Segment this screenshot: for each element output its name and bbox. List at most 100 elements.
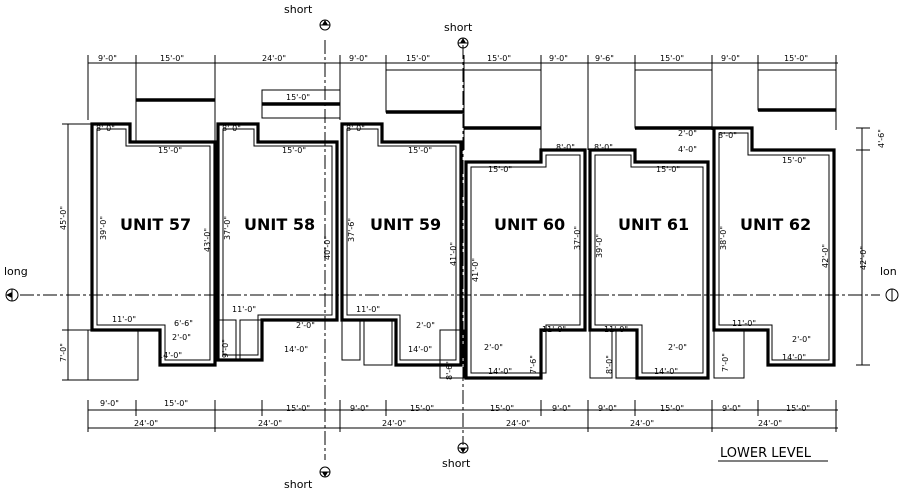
u59-b3: 14'-0" [408, 345, 432, 354]
u57-b1: 11'-0" [112, 315, 136, 324]
bottom-dim-7: 9'-0" [552, 404, 571, 413]
u61-top-d: 4'-0" [678, 145, 697, 154]
u62-right: 42'-0" [821, 244, 830, 268]
bottom-dim-11: 15'-0" [786, 404, 810, 413]
u59-b1: 11'-0" [356, 305, 380, 314]
right-top-dim: 4'-6" [877, 129, 886, 148]
u61-top-c: 2'-0" [678, 129, 697, 138]
u57-b3: 14'-0" [158, 351, 182, 360]
unit-57-label: UNIT 57 [120, 215, 191, 234]
top-garage-boxes: 15'-0" [135, 69, 837, 143]
side-dimensions: 45'-0" 7'-0" 42'-0" 4'-6" [59, 123, 886, 381]
top-dim-11: 15'-0" [784, 54, 808, 63]
bottom-dimension-string-lower: 24'-0" 24'-0" 24'-0" 24'-0" 24'-0" 24'-0… [88, 419, 838, 429]
unit-60-label: UNIT 60 [494, 215, 565, 234]
u60-b1: 11'-0" [542, 325, 566, 334]
bottom-dim-1: 9'-0" [100, 399, 119, 408]
u61-depth: 39'-0" [595, 234, 604, 258]
u58-top-dim-a: 15'-0" [286, 93, 310, 102]
short-label-top-center: short [444, 21, 473, 34]
bottom-boxes [87, 319, 745, 381]
u61-b4: 8'-0" [605, 355, 614, 374]
u57-top-b: 15'-0" [158, 146, 182, 155]
unit-labels: UNIT 57 UNIT 58 UNIT 59 UNIT 60 UNIT 61 … [120, 215, 811, 234]
bottom-total-5: 24'-0" [630, 419, 654, 428]
u59-right: 41'-0" [449, 242, 458, 266]
section-marker-short-top-center: short [444, 21, 473, 49]
bottom-dim-4: 9'-0" [350, 404, 369, 413]
u57-right: 43'-0" [203, 228, 212, 252]
center-lines [20, 40, 880, 460]
bottom-dimension-string-upper: 9'-0" 15'-0" 15'-0" 9'-0" 15'-0" 15'-0" … [87, 399, 838, 432]
u59-b4: 8'-6" [445, 361, 454, 380]
left-main-dim: 45'-0" [59, 206, 68, 230]
lower-level-title: LOWER LEVEL [720, 446, 812, 461]
top-dim-3: 24'-0" [262, 54, 286, 63]
long-label-right: lon [880, 265, 897, 278]
u62-b4: 7'-0" [721, 353, 730, 372]
u58-b4: 9'-0" [221, 339, 230, 358]
u59-top-a: 8'-0" [346, 124, 365, 133]
u60-b3: 14'-0" [488, 367, 512, 376]
u61-b1: 11'-0" [604, 325, 628, 334]
section-marker-long-left: long [4, 265, 28, 302]
u62-b2: 2'-0" [792, 335, 811, 344]
u58-b2: 2'-0" [296, 321, 315, 330]
u58-b1: 11'-0" [232, 305, 256, 314]
u62-b3: 14'-0" [782, 353, 806, 362]
top-dim-8: 9'-6" [595, 54, 614, 63]
short-label-bottom-center: short [442, 457, 471, 470]
long-label-left: long [4, 265, 28, 278]
section-marker-short-top-left: short [284, 3, 331, 31]
unit-59-label: UNIT 59 [370, 215, 441, 234]
u60-b4: 7'-6" [529, 355, 538, 374]
section-marker-long-right: lon [880, 265, 899, 302]
short-label-top-left: short [284, 3, 313, 16]
interior-dimensions: 8'-0" 15'-0" 39'-0" 43'-0" 11'-0" 2'-0" … [96, 124, 830, 380]
bottom-total-1: 24'-0" [134, 419, 158, 428]
top-dim-1: 9'-0" [98, 54, 117, 63]
bottom-dim-10: 9'-0" [722, 404, 741, 413]
unit-inner-lines [96, 128, 830, 374]
top-dim-6: 15'-0" [487, 54, 511, 63]
u58-depth: 37'-0" [223, 216, 232, 240]
bottom-dim-5: 15'-0" [410, 404, 434, 413]
u61-top-b: 15'-0" [656, 165, 680, 174]
drawing-title: LOWER LEVEL [718, 446, 828, 462]
top-dim-7: 9'-0" [549, 54, 568, 63]
u60-top-a: 15'-0" [488, 165, 512, 174]
u58-top-c: 15'-0" [282, 146, 306, 155]
bottom-dim-3: 15'-0" [286, 404, 310, 413]
left-lower-dim: 7'-0" [59, 343, 68, 362]
unit-58-label: UNIT 58 [244, 215, 315, 234]
bottom-dim-6: 15'-0" [490, 404, 514, 413]
u57-top-a: 8'-0" [96, 124, 115, 133]
u57-b2: 2'-0" [172, 333, 191, 342]
u61-b3: 14'-0" [654, 367, 678, 376]
u59-b2: 2'-0" [416, 321, 435, 330]
u62-depth: 38'-0" [719, 226, 728, 250]
bottom-dim-8: 9'-0" [598, 404, 617, 413]
u61-b2: 2'-0" [668, 343, 687, 352]
top-dim-5: 15'-0" [406, 54, 430, 63]
bottom-total-4: 24'-0" [506, 419, 530, 428]
u61-top-a: 8'-0" [594, 143, 613, 152]
u58-right: 40'-0" [323, 236, 332, 260]
short-label-bottom-left: short [284, 478, 313, 491]
u59-top-b: 15'-0" [408, 146, 432, 155]
top-dim-10: 9'-0" [721, 54, 740, 63]
bottom-dim-2: 15'-0" [164, 399, 188, 408]
bottom-total-6: 24'-0" [758, 419, 782, 428]
bottom-total-3: 24'-0" [382, 419, 406, 428]
u59-depth: 37'-6" [347, 218, 356, 242]
u57-b4: 6'-6" [174, 319, 193, 328]
top-dim-4: 9'-0" [349, 54, 368, 63]
u60-b2: 2'-0" [484, 343, 503, 352]
u62-top-a: 8'-0" [718, 131, 737, 140]
u60-top-b: 8'-0" [556, 143, 575, 152]
u62-b1: 11'-0" [732, 319, 756, 328]
top-dim-9: 15'-0" [660, 54, 684, 63]
bottom-dim-9: 15'-0" [660, 404, 684, 413]
u57-depth: 39'-0" [99, 216, 108, 240]
